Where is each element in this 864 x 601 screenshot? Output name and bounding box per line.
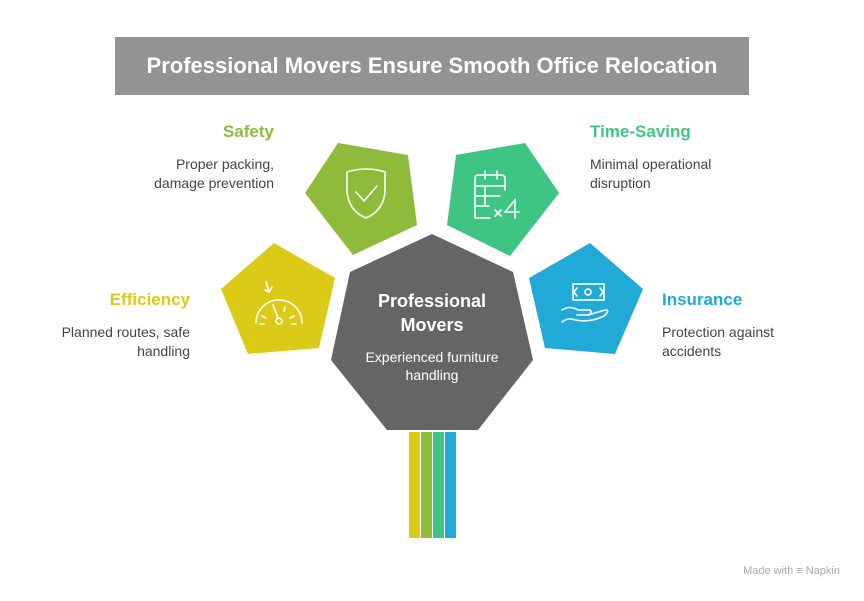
- efficiency-pentagon: [221, 243, 335, 354]
- insurance-pentagon: [529, 243, 643, 354]
- center-description: Experienced furniture handling: [365, 349, 499, 383]
- stem-bar-efficiency: [409, 432, 420, 538]
- safety-description: Proper packing, damage prevention: [100, 155, 274, 193]
- time-saving-description-line: disruption: [590, 175, 651, 191]
- efficiency-description-line: handling: [137, 343, 190, 359]
- stem-bar-safety: [421, 432, 432, 538]
- stem-bar-insurance: [445, 432, 456, 538]
- insurance-description-line: Protection against: [662, 324, 775, 340]
- shield-check-icon: [346, 168, 386, 219]
- efficiency-description-line: Planned routes, safe: [61, 324, 190, 340]
- safety-description-line: damage prevention: [154, 175, 274, 191]
- safety-description-line: Proper packing,: [175, 156, 274, 172]
- efficiency-description: Planned routes, safe handling: [20, 323, 190, 361]
- safety-pentagon: [305, 143, 417, 255]
- time-saving-description: Minimal operational disruption: [590, 155, 770, 193]
- made-with-text: Made with: [743, 565, 794, 577]
- time-saving-pentagon: [447, 143, 559, 256]
- center-title: Professional Movers: [377, 291, 487, 335]
- center-heptagon: [331, 234, 533, 430]
- insurance-label: Insurance: [662, 290, 743, 309]
- speedometer-icon: [255, 281, 303, 325]
- safety-label: Safety: [222, 122, 274, 141]
- footer-credit: Made with ≡ Napkin: [743, 565, 840, 577]
- time-saving-description-line: Minimal operational: [590, 156, 712, 172]
- insurance-description: Protection against accidents: [662, 323, 842, 361]
- stem-bar-time-saving: [433, 432, 444, 538]
- calendar-x4-icon: [474, 170, 520, 219]
- brand-name: Napkin: [805, 565, 840, 577]
- page-title: Professional Movers Ensure Smooth Office…: [115, 37, 749, 95]
- insurance-description-line: accidents: [662, 343, 722, 359]
- napkin-logo-icon: ≡: [796, 565, 803, 577]
- money-hand-icon: [561, 283, 609, 323]
- efficiency-label: Efficiency: [109, 290, 190, 309]
- time-saving-label: Time-Saving: [590, 122, 691, 141]
